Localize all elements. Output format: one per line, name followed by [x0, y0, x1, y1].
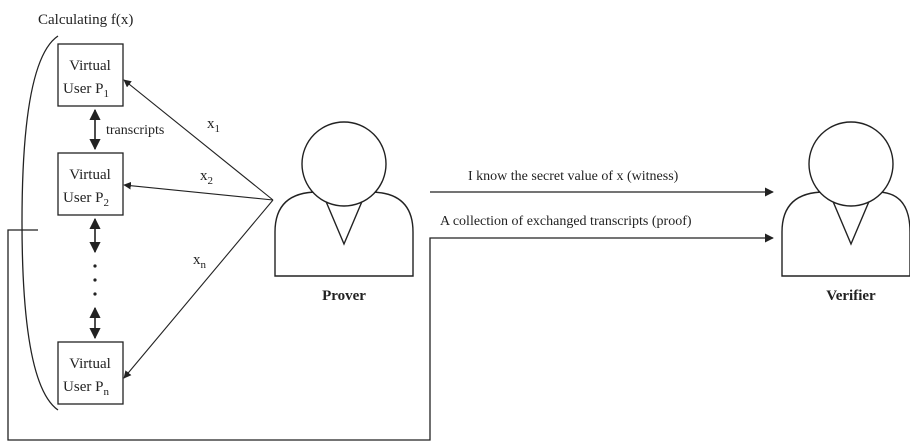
input-label-xn: xn — [193, 252, 207, 271]
virtual-user-1-label: Virtual — [69, 58, 111, 74]
input-arrow-xn — [123, 199, 274, 379]
group-bracket — [21, 35, 59, 411]
witness-message: I know the secret value of x (witness) — [468, 169, 679, 184]
prover-person-icon — [274, 121, 414, 277]
virtual-user-2-name: User P2 — [63, 190, 109, 209]
input-arrow-x1 — [123, 79, 274, 201]
prover-label: Prover — [322, 288, 366, 304]
input-label-x2: x2 — [200, 168, 213, 187]
virtual-user-n-name: User Pn — [63, 379, 109, 398]
virtual-user-2: Virtual User P2 — [57, 152, 124, 216]
verifier-person-icon — [781, 121, 910, 277]
virtual-user-n-label: Virtual — [69, 356, 111, 372]
verifier-label: Verifier — [826, 288, 876, 304]
virtual-user-1-name: User P1 — [63, 81, 109, 100]
proof-message: A collection of exchanged transcripts (p… — [440, 214, 692, 229]
virtual-user-n: Virtual User Pn — [57, 341, 124, 405]
virtual-user-2-label: Virtual — [69, 167, 111, 183]
input-label-x1: x1 — [207, 116, 220, 135]
input-arrow-x2 — [123, 181, 274, 201]
feedback-proof-line — [7, 229, 774, 441]
virtual-user-1: Virtual User P1 — [57, 43, 124, 107]
vertical-ellipsis — [93, 264, 97, 296]
transcripts-label: transcripts — [106, 123, 164, 138]
calculating-title: Calculating f(x) — [38, 12, 133, 28]
